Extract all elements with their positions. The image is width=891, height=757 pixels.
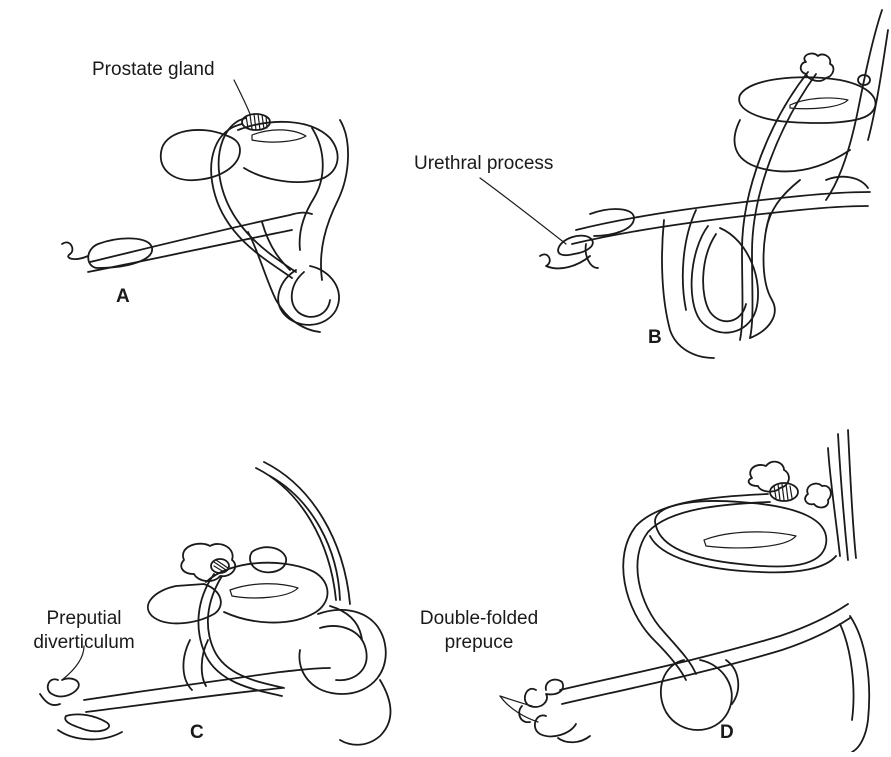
panel-b-urethral-process xyxy=(558,236,593,256)
panel-b-drawing xyxy=(540,10,888,358)
label-prostate-gland: Prostate gland xyxy=(92,58,215,82)
label-preputial-line2: diverticulum xyxy=(6,631,162,655)
panel-d-double-folded-prepuce xyxy=(525,680,563,707)
panel-label-a: A xyxy=(116,286,130,308)
panel-a-drawing xyxy=(62,114,348,332)
panel-a-penis xyxy=(90,213,312,262)
panel-label-b: B xyxy=(648,327,662,349)
label-double-folded-prepuce: Double-folded prepuce xyxy=(404,607,554,655)
panel-d-penis xyxy=(560,604,848,690)
leader-prostate xyxy=(234,80,250,114)
panel-b-penis xyxy=(576,192,870,230)
panel-d-drawing xyxy=(519,430,869,752)
leader-urethral-process xyxy=(480,178,566,244)
label-urethral-process: Urethral process xyxy=(414,152,553,176)
label-preputial-diverticulum: Preputial diverticulum xyxy=(6,607,162,655)
panel-label-c: C xyxy=(190,722,204,744)
panel-label-d: D xyxy=(720,722,734,744)
panel-a-bladder xyxy=(161,130,240,180)
label-prepuce-line1: Double-folded xyxy=(404,607,554,631)
panel-c-preputial-diverticulum xyxy=(48,678,79,696)
panel-c-drawing xyxy=(40,462,391,745)
label-preputial-line1: Preputial xyxy=(6,607,162,631)
label-prepuce-line2: prepuce xyxy=(404,631,554,655)
panel-c-penis xyxy=(84,668,330,700)
